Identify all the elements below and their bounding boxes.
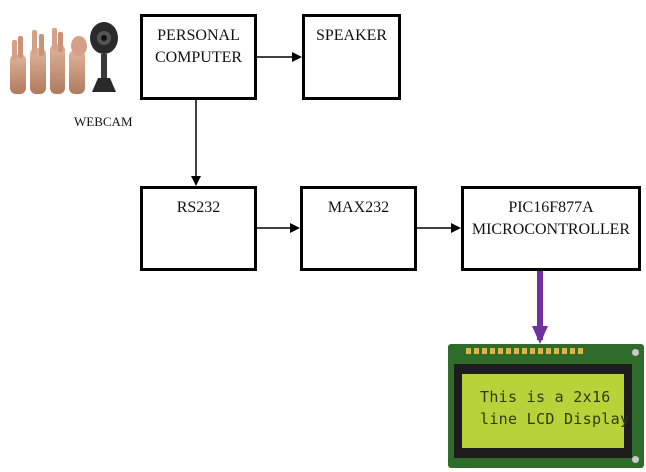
lcd-line-1: This is a 2x16 xyxy=(480,386,618,408)
mounting-hole-icon xyxy=(632,456,639,463)
lcd-line-2: line LCD Display xyxy=(480,408,618,430)
lcd-header-pins xyxy=(466,348,586,354)
lcd-module: This is a 2x16 line LCD Display xyxy=(448,344,644,468)
lcd-bezel: This is a 2x16 line LCD Display xyxy=(454,364,632,458)
lcd-screen: This is a 2x16 line LCD Display xyxy=(462,374,624,448)
mounting-hole-icon xyxy=(632,349,639,356)
